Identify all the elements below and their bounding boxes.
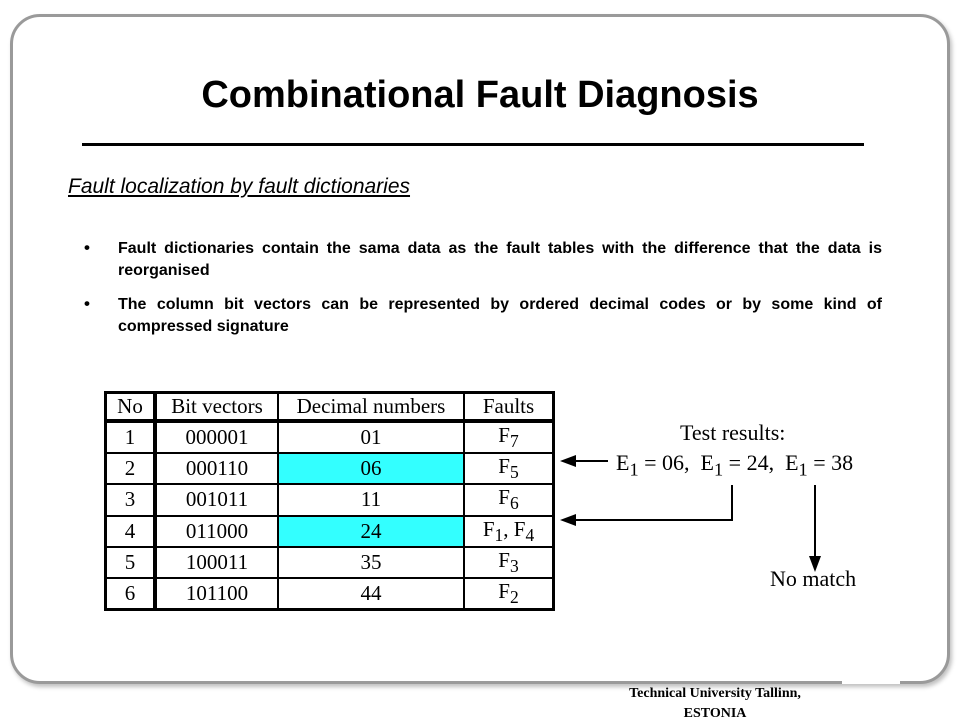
cell-bit-vector: 101100 [154,576,279,611]
cell-no: 2 [104,452,157,486]
cell-fault: F6 [463,483,555,517]
slide-title: Combinational Fault Diagnosis [201,74,759,116]
cell-no: 4 [104,514,157,548]
title-underline [82,143,864,146]
bullet-text: The column bit vectors can be represente… [118,296,882,335]
test-results-title: Test results: [680,420,786,445]
bullet-list: • Fault dictionaries contain the sama da… [82,238,882,350]
header-bit-vectors: Bit vectors [154,391,279,423]
cell-decimal: 01 [277,419,465,455]
table-header-row: No Bit vectors Decimal numbers Faults [104,391,555,423]
cell-bit-vector: 011000 [154,514,279,548]
cell-bit-vector: 000110 [154,452,279,486]
cell-no: 1 [104,419,157,455]
bullet-item: • Fault dictionaries contain the sama da… [82,238,882,282]
header-faults: Faults [463,391,555,423]
footer: Technical University Tallinn, ESTONIA [560,684,870,724]
cell-decimal: 44 [277,576,465,611]
footer-line-1: Technical University Tallinn, [629,686,801,701]
arrow-no-match [809,485,821,572]
arrow-to-row-4 [560,485,733,526]
test-result: E1 = 24, [700,450,786,480]
cell-decimal: 35 [277,545,465,579]
footer-line-2: ESTONIA [683,706,747,721]
cell-bit-vector: 001011 [154,483,279,517]
cell-fault: F1, F4 [463,514,555,548]
arrow-to-row-2 [560,455,608,467]
bullet-marker: • [84,294,90,313]
header-no: No [104,391,157,423]
cell-fault: F7 [463,419,555,455]
test-results-line: E1 = 06, E1 = 24, E1 = 38 [616,450,853,480]
frame-gap [842,670,900,684]
cell-decimal: 06 [277,452,465,486]
cell-no: 6 [104,576,157,611]
bullet-text: Fault dictionaries contain the sama data… [118,240,882,279]
cell-decimal: 11 [277,483,465,517]
bullet-marker: • [84,238,90,257]
cell-fault: F3 [463,545,555,579]
cell-fault: F5 [463,452,555,486]
no-match-label: No match [770,566,857,591]
bullet-item: • The column bit vectors can be represen… [82,294,882,338]
cell-bit-vector: 000001 [154,419,279,455]
header-decimal-numbers: Decimal numbers [277,391,465,423]
test-result: E1 = 06, [616,450,701,480]
cell-bit-vector: 100011 [154,545,279,579]
test-result: E1 = 38 [785,450,854,480]
slide-subtitle: Fault localization by fault dictionaries [68,175,411,198]
cell-decimal: 24 [277,514,465,548]
cell-no: 3 [104,483,157,517]
cell-no: 5 [104,545,157,579]
cell-fault: F2 [463,576,555,611]
